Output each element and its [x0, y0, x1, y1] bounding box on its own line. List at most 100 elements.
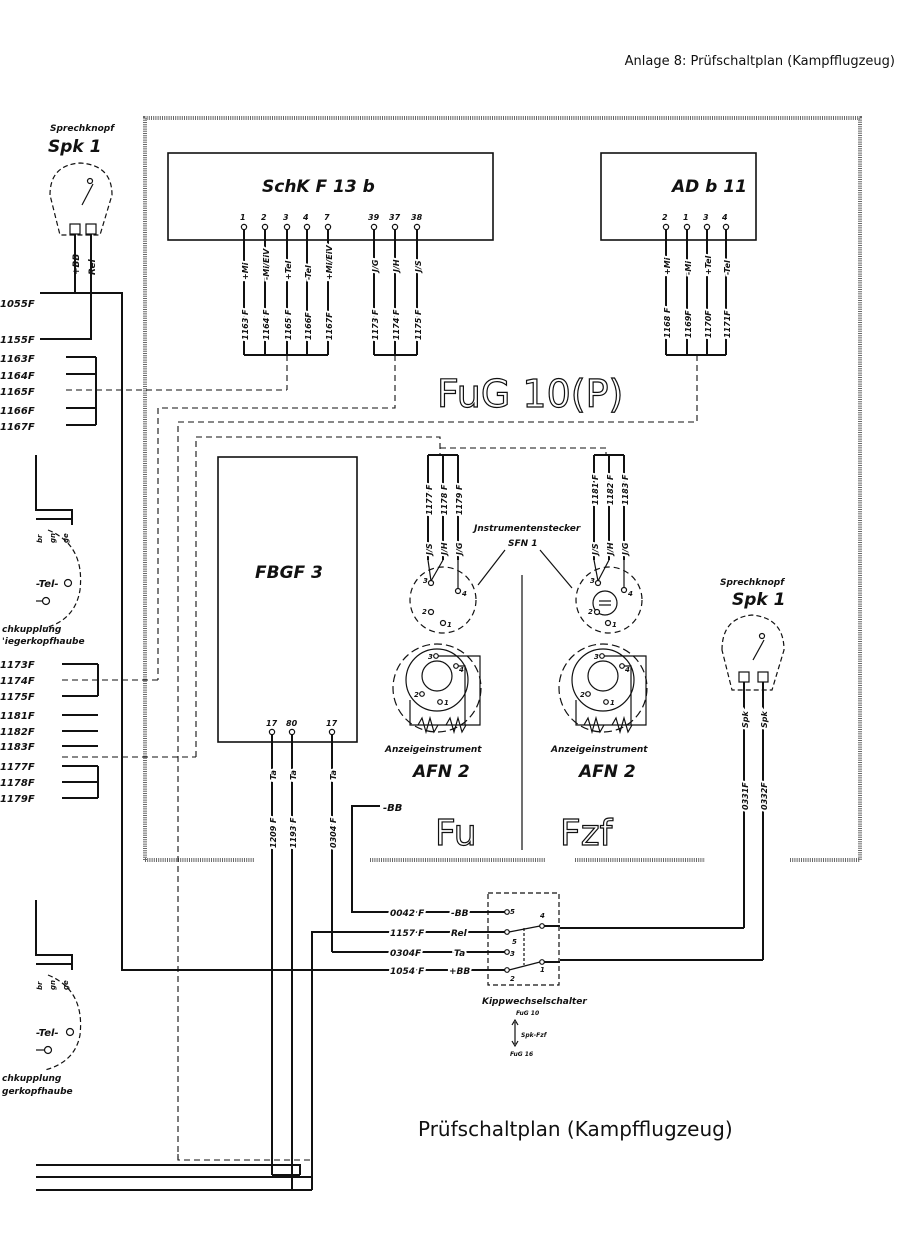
adb-box [600, 152, 757, 241]
signal-label: +Mi [663, 257, 672, 275]
coupling-label-upper: chkupplung [2, 625, 62, 635]
pin-number: 4 [462, 590, 467, 598]
fug10-frame-label: FuG 10(P) [437, 372, 623, 416]
signal-label: Spk [741, 711, 750, 728]
plug-color-gn: gn [49, 533, 57, 543]
schkf-pin-37: 37 [389, 213, 401, 222]
fbgf-pin-17a: 17 [266, 719, 278, 728]
spk-right-name: Spk 1 [732, 590, 785, 610]
wire-label: 1167F [325, 312, 334, 340]
schkf-pins [240, 223, 421, 231]
switch-pin: 1 [540, 966, 545, 974]
wire-label: 1055F [0, 299, 35, 310]
adb-pin-3: 3 [703, 213, 709, 222]
schkf-pin-39: 39 [368, 213, 380, 222]
schkf-pin-7: 7 [324, 213, 330, 222]
switch-wire-label: 1157 F [390, 929, 425, 939]
wire-label: 1167F [0, 422, 35, 433]
wire-label: 1165 F [284, 309, 293, 340]
section-fzf-label: Fzf [560, 813, 614, 854]
pin-number: 4 [628, 590, 633, 598]
switch-signal-label: +BB [449, 967, 470, 977]
fbgf-box [217, 456, 358, 743]
pin-number: 2 [422, 608, 427, 616]
spk-left-name: Spk 1 [48, 137, 101, 157]
minus-bb-lead [351, 805, 480, 913]
pin-number: 3 [594, 653, 599, 661]
adb-name: AD b 11 [670, 177, 747, 197]
signal-label: +Mi [241, 262, 250, 280]
adb-pins [662, 223, 730, 356]
schkf-leads [243, 230, 418, 356]
wire-label: 1177F [0, 762, 35, 773]
wire-label: 1173F [0, 660, 35, 671]
pin-number: 4 [459, 666, 464, 674]
afn2-right-name: AFN 2 [577, 762, 636, 782]
coupling-label-upper-2: 'iegerkopfhaube [2, 637, 85, 647]
fbgf-pin-17b: 17 [326, 719, 338, 728]
fug10-frame [143, 116, 862, 862]
wire-label: 1181 F [591, 474, 600, 505]
wire-label: 1179 F [455, 484, 464, 515]
plug-tel-label-lower: -Tel- [36, 1028, 59, 1039]
spk-left-caption: Sprechknopf [50, 124, 115, 134]
instr-plug-leads [427, 454, 625, 560]
wire-label: 0332F [760, 782, 769, 810]
signal-label: J/S [591, 543, 600, 557]
signal-label: J/H [440, 542, 449, 557]
adb-pin-4: 4 [721, 213, 728, 222]
instr-plug-socket-right [575, 559, 643, 634]
page-header: Anlage 8: Prüfschaltplan (Kampfflugzeug) [625, 54, 895, 69]
signal-label: Ta [329, 770, 338, 780]
switch-sub-bottom: FuG 16 [510, 1051, 533, 1058]
signal-label: J/G [455, 542, 464, 557]
afn2-left-caption: Anzeigeinstrument [384, 745, 482, 755]
afn2-right-caption: Anzeigeinstrument [550, 745, 648, 755]
plug-tel-label: -Tel- [36, 579, 59, 590]
switch-box [487, 892, 560, 986]
schkf-pin-38: 38 [411, 213, 423, 222]
switch-wire-label: 0304F [390, 949, 422, 959]
switch-signal-label: Ta [454, 949, 465, 959]
switch-pin: 3 [510, 950, 515, 958]
schkf-signals: +Mi -Mi/EiV +Tel -Tel +Mi/EiV J/G J/H J/… [239, 242, 425, 282]
pin-number: 3 [423, 577, 428, 585]
plug-upper [35, 455, 82, 629]
wire-label: 1209 F [269, 817, 278, 848]
wire-label: 1181F [0, 711, 35, 722]
switch-wire-label: 1054 F [390, 967, 425, 977]
plug-color-ge: ge [62, 533, 70, 543]
instr-plug-pointer-right [539, 549, 573, 589]
afn2-right [558, 643, 648, 735]
wire-label: 1178 F [440, 484, 449, 515]
afn2-left-name: AFN 2 [411, 762, 470, 782]
signal-label: -Mi [684, 261, 693, 275]
wire-label: 0304 F [329, 817, 338, 848]
switch-name: Kippwechselschalter [482, 997, 587, 1007]
minus-bb-label: -BB [383, 803, 402, 814]
wire-label: 1166F [0, 406, 35, 417]
switch-wire-label: 0042 F [390, 909, 425, 919]
instr-plug-pointer-left [477, 549, 506, 586]
signal-label: Ta [289, 770, 298, 780]
wire-label: 1168 F [663, 307, 672, 338]
wire-label: 1155F [0, 335, 35, 346]
signal-label: J/H [392, 259, 401, 274]
bottom-wires [36, 1150, 313, 1191]
instr-plug-name: SFN 1 [508, 539, 538, 549]
signal-label: -Tel [304, 265, 313, 280]
instr-plug-caption: Jnstrumentenstecker [472, 524, 581, 534]
coupling-label-lower-2: gerkopfhaube [2, 1087, 73, 1097]
coupling-label-lower: chkupplung [2, 1074, 62, 1084]
wire-label: 1165F [0, 387, 35, 398]
switch-pin: 2 [510, 975, 515, 983]
signal-label: +Tel [704, 255, 713, 275]
switch-pin: 4 [540, 912, 545, 920]
fbgf-name: FBGF 3 [255, 563, 323, 583]
plug-color-br: br [36, 534, 44, 543]
wire-label: 1170F [704, 310, 713, 338]
spk-left-pin-bb: +BB [72, 254, 82, 275]
switch-contacts [504, 909, 545, 973]
pin-number: 3 [428, 653, 433, 661]
left-wire-list-top: 1055F 1155F 1163F 1164F 1165F 1166F 1167… [0, 290, 480, 971]
